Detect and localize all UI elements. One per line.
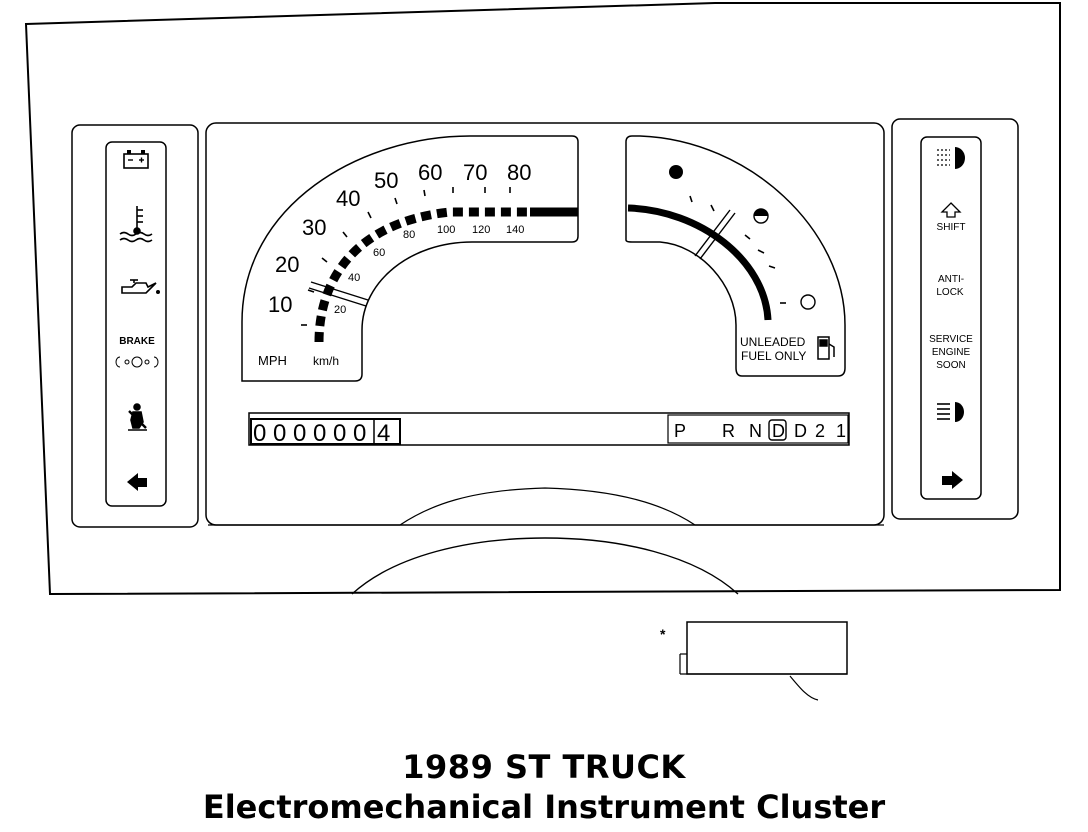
upshift-icon: SHIFT bbox=[937, 202, 966, 233]
mph-label-30: 30 bbox=[302, 215, 326, 240]
odometer-digit-5: 0 bbox=[333, 420, 346, 447]
prndl-overdrive-box bbox=[768, 419, 787, 441]
right-turn-arrow-icon bbox=[942, 471, 963, 489]
high-beam-icon bbox=[937, 402, 964, 422]
fuel-needle bbox=[694, 209, 736, 260]
left-turn-arrow-icon bbox=[127, 473, 147, 491]
prndl-2: 2 bbox=[815, 421, 825, 441]
battery-icon bbox=[123, 150, 149, 169]
mph-label-80: 80 bbox=[507, 160, 531, 185]
speed-scale-dashes bbox=[314, 207, 530, 343]
kmh-scale-labels: 20 40 60 80 100 120 140 bbox=[334, 224, 524, 316]
mph-label-20: 20 bbox=[275, 252, 299, 277]
speedometer: 10 20 30 40 50 60 70 80 20 40 60 80 100 … bbox=[241, 135, 579, 382]
diagram-title: 1989 ST TRUCK bbox=[402, 748, 686, 786]
coolant-temperature-icon bbox=[119, 206, 153, 243]
kmh-label-60: 60 bbox=[373, 247, 385, 259]
speed-minor-ticks bbox=[301, 187, 511, 326]
odometer-digit-6: 0 bbox=[353, 420, 366, 447]
fuel-gauge-face bbox=[625, 135, 846, 377]
mph-label-50: 50 bbox=[374, 168, 398, 193]
brake-icon: BRAKE bbox=[115, 336, 159, 368]
left-telltale-panel: BRAKE bbox=[71, 124, 199, 528]
center-gauge-panel bbox=[205, 122, 885, 526]
brake-label: BRAKE bbox=[119, 336, 155, 347]
footnote-marker: * bbox=[660, 626, 666, 642]
right-telltale-panel: SHIFT ANTI- LOCK SERVICE ENGINE SOON bbox=[891, 118, 1019, 520]
prndl-overdrive: D bbox=[772, 421, 785, 441]
odometer-digits: 0 0 0 0 0 0 4 bbox=[253, 420, 390, 447]
fuel-full-marker bbox=[800, 294, 816, 310]
cluster-bezel-outline bbox=[24, 2, 1061, 596]
mph-label-60: 60 bbox=[418, 160, 442, 185]
service-engine-icon: SERVICE ENGINE SOON bbox=[929, 334, 973, 371]
fuel-scale-arc bbox=[627, 204, 772, 321]
service-label-line1: SERVICE bbox=[929, 334, 973, 345]
service-label-line3: SOON bbox=[936, 360, 965, 371]
odometer-digit-3: 0 bbox=[293, 420, 306, 447]
prndl-1: 1 bbox=[836, 421, 846, 441]
unit-mph: MPH bbox=[258, 353, 287, 368]
fuel-half-marker bbox=[753, 208, 769, 224]
prndl-n: N bbox=[749, 421, 762, 441]
prndl-d: D bbox=[794, 421, 807, 441]
service-label-line2: ENGINE bbox=[932, 347, 971, 358]
seatbelt-icon bbox=[128, 403, 147, 431]
fuel-label-unleaded: UNLEADED bbox=[740, 335, 806, 349]
odometer-digit-4: 0 bbox=[313, 420, 326, 447]
oil-can-icon bbox=[121, 279, 161, 294]
odometer-digit-2: 0 bbox=[273, 420, 286, 447]
mph-label-40: 40 bbox=[336, 186, 360, 211]
fuel-minor-ticks bbox=[689, 195, 786, 304]
footnote-module: * bbox=[660, 621, 848, 701]
shift-label: SHIFT bbox=[937, 222, 966, 233]
diagram-subtitle: Electromechanical Instrument Cluster bbox=[202, 788, 886, 826]
kmh-label-80: 80 bbox=[403, 229, 415, 241]
kmh-label-40: 40 bbox=[348, 272, 360, 284]
fuel-pump-icon bbox=[817, 336, 835, 360]
fog-lamp-icon bbox=[937, 147, 965, 169]
odometer-digit-1: 0 bbox=[253, 420, 266, 447]
odometer-strip bbox=[248, 412, 850, 446]
prndl-p: P bbox=[674, 421, 686, 441]
mph-scale-labels: 10 20 30 40 50 60 70 80 bbox=[268, 160, 531, 317]
odometer: 0 0 0 0 0 0 4 bbox=[248, 412, 850, 447]
speedometer-face bbox=[241, 135, 579, 382]
steering-column-cutout bbox=[208, 487, 884, 526]
odometer-tenths: 4 bbox=[377, 420, 390, 447]
mph-label-70: 70 bbox=[463, 160, 487, 185]
kmh-label-140: 140 bbox=[506, 224, 524, 236]
kmh-label-100: 100 bbox=[437, 224, 455, 236]
anti-lock-label-line1: ANTI- bbox=[938, 274, 964, 285]
mph-label-10: 10 bbox=[268, 292, 292, 317]
prndl-indicator: P R N D D 2 1 bbox=[667, 414, 849, 444]
anti-lock-icon: ANTI- LOCK bbox=[936, 274, 964, 298]
kmh-label-120: 120 bbox=[472, 224, 490, 236]
kmh-label-20: 20 bbox=[334, 304, 346, 316]
fuel-empty-marker bbox=[669, 165, 683, 179]
fuel-gauge: UNLEADED FUEL ONLY bbox=[625, 135, 846, 377]
speedometer-needle bbox=[308, 281, 369, 307]
fuel-label-fuel-only: FUEL ONLY bbox=[741, 349, 806, 363]
anti-lock-label-line2: LOCK bbox=[936, 287, 964, 298]
unit-kmh: km/h bbox=[313, 354, 339, 368]
bezel-lower-arch bbox=[351, 537, 739, 595]
prndl-r: R bbox=[722, 421, 735, 441]
